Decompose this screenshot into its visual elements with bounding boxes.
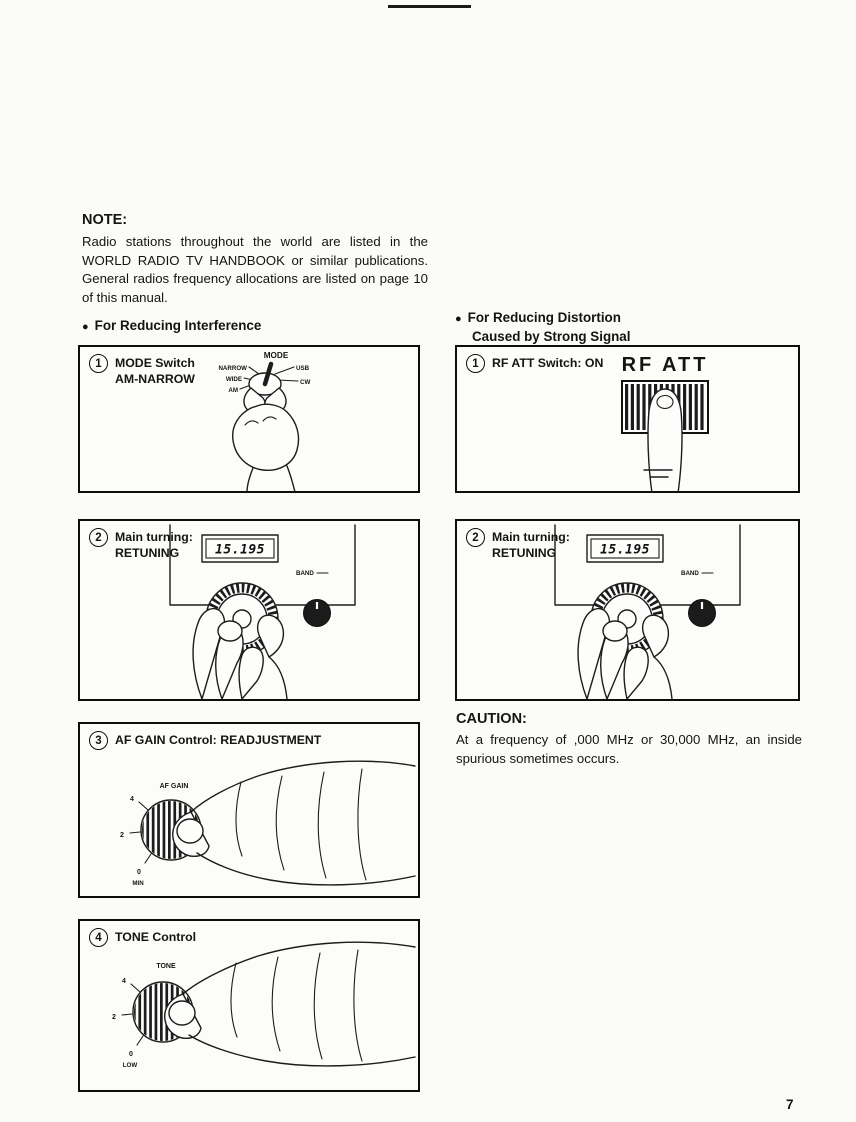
af-gain-min-label: MIN [132,880,144,887]
step-text-line1: TONE Control [115,930,197,944]
tone-scale: 4 2 0 LOW [112,978,144,1069]
mode-label-cw: CW [300,379,310,386]
band-knob-label: BAND [296,570,314,577]
rf-att-illustration: RF ATT [621,354,709,491]
svg-text:4: 4 [122,978,126,985]
fingernail [656,394,674,410]
step-label: 3 AF GAIN Control: READJUSTMENT [89,731,321,750]
left-section-heading-text: For Reducing Interference [94,318,262,333]
mode-switch-illustration: MODE NARROW WIDE AM USB CW [218,351,310,491]
hand-illustration [172,760,416,886]
svg-text:0: 0 [129,1051,133,1058]
tone-illustration: TONE 4 2 0 LOW [112,941,416,1069]
step-text-line2: RETUNING [115,545,180,560]
step-number-badge: 1 [466,354,485,373]
hand-illustration [577,607,673,699]
step-number-badge: 3 [89,731,108,750]
finger-illustration [643,388,683,491]
panel-main-tuning-left: 2 Main turning: RETUNING 15.195 BAND [78,519,420,701]
mode-label-narrow: NARROW [218,365,247,372]
step-text-line2: AM-NARROW [115,371,195,386]
step-text-line1: AF GAIN Control: READJUSTMENT [115,733,322,747]
step-label: 1 RF ATT Switch: ON [466,354,603,373]
svg-text:2: 2 [112,1014,116,1021]
frequency-readout: 15.195 [600,543,650,558]
svg-text:4: 4 [130,796,134,803]
step-label: 4 TONE Control [89,928,196,947]
panel-rf-att: 1 RF ATT Switch: ON RF ATT [455,345,800,493]
band-knob [303,599,331,627]
fingertip [168,1000,196,1026]
af-gain-illustration: AF GAIN 4 2 0 MIN [120,760,416,887]
right-section-heading-line1: For Reducing Distortion [467,310,621,325]
step-number-badge: 4 [89,928,108,947]
tone-title: TONE [156,963,176,970]
frequency-display: 15.195 [586,534,664,563]
fingertip [602,620,628,642]
left-section-heading: ● For Reducing Interference [82,317,261,336]
hand-illustration [192,607,288,699]
step-label: 1 MODE Switch AM-NARROW [89,354,195,387]
bullet-icon: ● [82,321,89,333]
step-label: 2 Main turning: RETUNING [89,528,193,561]
step-number-badge: 2 [89,528,108,547]
panel-tone-control: 4 TONE Control TONE 4 2 0 LOW [78,919,420,1092]
tuning-illustration: 15.195 BAND [169,524,356,699]
right-section-heading-line2: Caused by Strong Signal [472,329,631,344]
tone-low-label: LOW [123,1062,138,1069]
hand-illustration [232,387,300,491]
mode-title: MODE [264,351,289,360]
mode-label-usb: USB [296,365,310,372]
af-gain-scale: 4 2 0 MIN [120,796,152,887]
step-number-badge: 2 [466,528,485,547]
step-text-line2: RETUNING [492,545,557,560]
frequency-display: 15.195 [201,534,279,563]
fingertip [176,818,204,844]
mode-dial-ticks [239,366,299,390]
panel-main-tuning-right: 2 Main turning: RETUNING 15.195 BAND [455,519,800,701]
band-knob [688,599,716,627]
step-label: 2 Main turning: RETUNING [466,528,570,561]
mode-label-wide: WIDE [226,376,242,383]
mode-label-am: AM [228,387,238,394]
svg-text:0: 0 [137,869,141,876]
note-heading: NOTE: [82,212,128,228]
step-text-line1: MODE Switch [115,356,195,370]
caution-heading: CAUTION: [456,711,527,727]
band-knob-label: BAND [681,570,699,577]
step-text-line1: RF ATT Switch: ON [492,356,604,370]
caution-body: At a frequency of ,000 MHz or 30,000 MHz… [456,732,802,766]
af-gain-title: AF GAIN [160,783,189,790]
tuning-illustration: 15.195 BAND [554,524,741,699]
page-number: 7 [786,1097,794,1112]
frequency-readout: 15.195 [215,543,265,558]
scan-artifact-line [388,5,471,8]
step-number-badge: 1 [89,354,108,373]
note-body: Radio stations throughout the world are … [82,234,428,305]
panel-mode-switch: 1 MODE Switch AM-NARROW MODE NARROW WIDE… [78,345,420,493]
bullet-icon: ● [455,313,462,325]
mode-knob [248,361,282,396]
step-text-line1: Main turning: [492,530,570,544]
step-text-line1: Main turning: [115,530,193,544]
hand-illustration [164,941,416,1067]
fingertip [217,620,243,642]
rf-att-label: RF ATT [622,354,709,376]
svg-text:2: 2 [120,832,124,839]
panel-af-gain: 3 AF GAIN Control: READJUSTMENT AF GAIN … [78,722,420,898]
right-section-heading: ● For Reducing Distortion Caused by Stron… [455,309,630,345]
